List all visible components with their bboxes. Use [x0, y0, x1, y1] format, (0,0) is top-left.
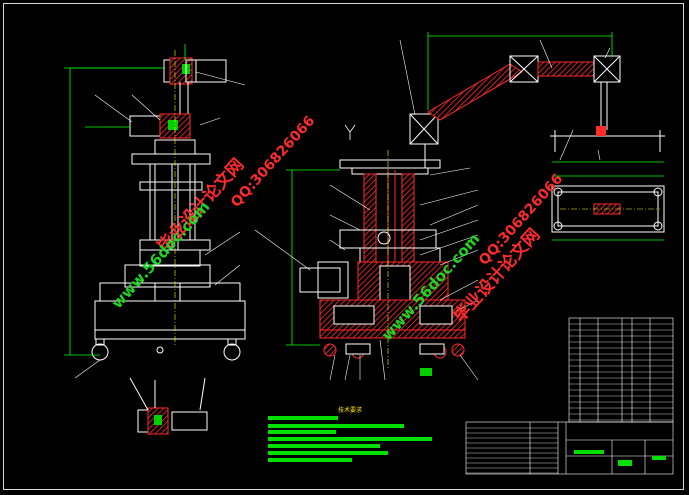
detail-view-lower-left [129, 377, 208, 435]
parts-list-table [568, 317, 674, 423]
title-block-marks [574, 450, 666, 466]
title-block-rows [466, 427, 558, 474]
front-view-dimensions [286, 32, 664, 346]
left-view-dimensions [64, 44, 186, 356]
parts-list-rows [569, 323, 673, 421]
front-view-axis-y [344, 124, 356, 140]
technical-notes-title: 技术要求 [338, 407, 363, 414]
technical-notes-lines [268, 416, 432, 462]
left-view-leaders [74, 71, 246, 379]
front-view-leaders [254, 39, 611, 381]
left-elevation-view [91, 57, 246, 361]
robot-arm-view [409, 55, 665, 168]
front-view-centerlines [387, 150, 660, 370]
front-elevation-view [299, 159, 466, 376]
